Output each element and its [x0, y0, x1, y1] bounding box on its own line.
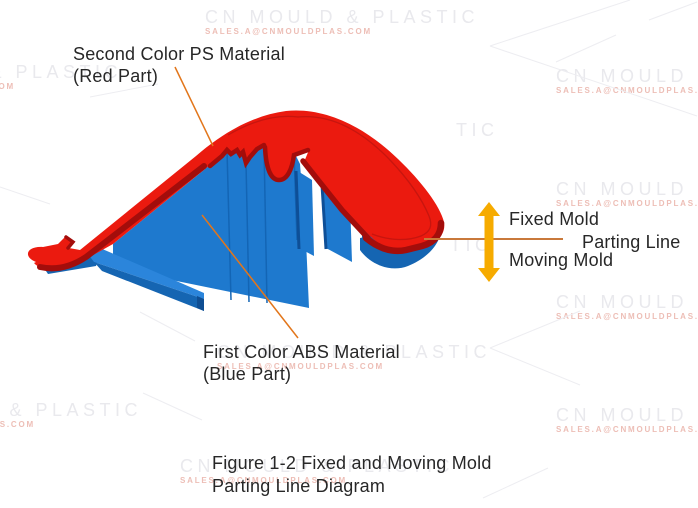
red-rim [362, 219, 445, 255]
watermark-brand: CN MOULD & PLASTIC [556, 179, 698, 199]
watermark: CN MOULD & PLASTIC SALES.A@CNMOULDPLAS.C… [217, 342, 492, 371]
label-first-color-line2: (Blue Part) [203, 364, 292, 384]
watermark: CN MOULD & PLASTIC SALES.A@CNMOULDPLAS.C… [0, 400, 143, 429]
figure-caption-line2: Parting Line Diagram [212, 476, 386, 496]
red-seam [420, 215, 432, 237]
watermark-brand: CN MOULD & PLASTIC [180, 456, 455, 476]
red-rim [262, 144, 311, 183]
label-first-color-line1: First Color ABS Material [203, 342, 400, 362]
red-rim [64, 235, 76, 250]
label-second-color: Second Color PS Material (Red Part) [73, 43, 285, 87]
watermark: CN MOULD & PLASTIC SALES.A@CNMOULDPLAS.C… [205, 7, 480, 36]
watermark-brand: CN MOULD & PLASTIC [217, 342, 492, 362]
red-top-surface [27, 110, 445, 270]
watermark-brand: CN MOULD & PLASTIC [0, 62, 123, 82]
watermark: CN MOULD & PLASTIC SALES.A@CNMOULDPLAS.C… [0, 62, 123, 91]
watermark-email: SALES.A@CNMOULDPLAS.COM [0, 82, 15, 91]
red-seam [297, 116, 430, 217]
watermark-email: SALES.A@CNMOULDPLAS.COM [217, 362, 384, 371]
red-seam [371, 233, 422, 241]
watermark-email: SALES.A@CNMOULDPLAS.COM [556, 312, 698, 321]
label-moving-mold: Moving Mold [509, 250, 614, 270]
watermark-brand: CN MOULD & PLASTIC [556, 292, 698, 312]
watermark-fragment: TIC [456, 120, 499, 140]
watermark-fragment: TIC [450, 235, 493, 255]
watermark-brand: CN MOULD & PLASTIC [205, 7, 480, 27]
watermark-email: SALES.A@CNMOULDPLAS.COM [180, 476, 347, 485]
mold-direction-arrow [478, 202, 500, 282]
blue-rib [296, 170, 314, 256]
leader-line-first-color [201, 214, 299, 339]
red-ps-part [27, 110, 445, 272]
watermark-email: SALES.A@CNMOULDPLAS.COM [0, 420, 35, 429]
label-parting-line: Parting Line [582, 232, 681, 252]
blue-flange-endcap [197, 296, 204, 311]
label-second-color-line2: (Red Part) [73, 66, 159, 86]
watermark-email: SALES.A@CNMOULDPLAS.COM [556, 199, 698, 208]
red-rim [37, 163, 207, 272]
watermark: CN MOULD & PLASTIC SALES.A@CNMOULDPLAS.C… [556, 292, 698, 321]
red-rim [300, 158, 371, 241]
watermark: CN MOULD & PLASTIC SALES.A@CNMOULDPLAS.C… [556, 405, 698, 434]
label-fixed-mold: Fixed Mold [509, 209, 600, 229]
blue-flange-front [94, 262, 204, 311]
figure-caption-line1: Figure 1-2 Fixed and Moving Mold [212, 453, 492, 473]
red-rim [207, 142, 267, 169]
blue-flange-top [88, 248, 204, 299]
red-seam-lines [227, 115, 432, 241]
figure-caption: Figure 1-2 Fixed and Moving Mold Parting… [212, 452, 492, 498]
label-second-color-line1: Second Color PS Material [73, 44, 285, 64]
watermark: CN MOULD & PLASTIC SALES.A@CNMOULDPLAS.C… [180, 456, 455, 485]
watermark-brand: CN MOULD & PLASTIC [0, 400, 143, 420]
watermark-email: SALES.A@CNMOULDPLAS.COM [556, 425, 698, 434]
label-first-color: First Color ABS Material (Blue Part) [203, 341, 400, 385]
watermark-email: SALES.A@CNMOULDPLAS.COM [205, 27, 372, 36]
watermark-email: SALES.A@CNMOULDPLAS.COM [556, 86, 698, 95]
watermark: CN MOULD & PLASTIC SALES.A@CNMOULDPLAS.C… [556, 179, 698, 208]
red-front-faces [37, 142, 445, 272]
red-seam [227, 115, 299, 136]
watermark-brand: CN MOULD & PLASTIC [556, 405, 698, 425]
leader-line-second-color [174, 66, 214, 147]
